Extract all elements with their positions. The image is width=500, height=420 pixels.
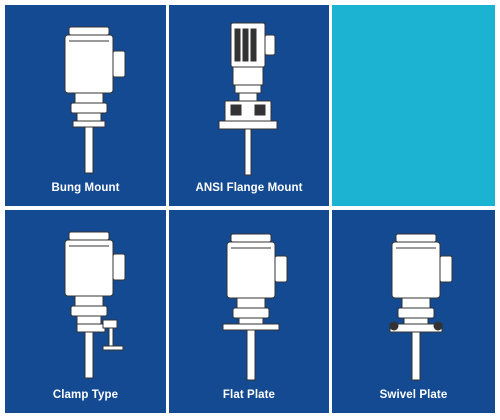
tile-bung-mount[interactable]: Bung Mount <box>5 5 166 206</box>
bung-mount-mixer-icon <box>64 26 126 174</box>
swivel-plate-mixer-icon <box>389 233 453 381</box>
tile-flat-plate[interactable]: Flat Plate <box>169 210 329 413</box>
tile-swivel-plate[interactable]: Swivel Plate <box>332 210 495 413</box>
label-clamp-type: Clamp Type <box>52 389 119 401</box>
clamp-type-mixer-icon <box>64 231 126 379</box>
flat-plate-mixer-icon <box>222 233 288 381</box>
tile-ansi-flange-mount[interactable]: ANSI Flange Mount <box>169 5 329 206</box>
ansi-flange-mount-mixer-icon <box>218 22 278 176</box>
tile-clamp-type[interactable]: Clamp Type <box>5 210 166 413</box>
mount-options-grid: Bung Mount ANSI Flange Mount <box>2 2 498 416</box>
label-flat-plate: Flat Plate <box>222 389 276 401</box>
label-ansi-flange-mount: ANSI Flange Mount <box>195 182 303 194</box>
empty-tile <box>332 5 495 206</box>
label-swivel-plate: Swivel Plate <box>379 389 448 401</box>
label-bung-mount: Bung Mount <box>51 182 120 194</box>
